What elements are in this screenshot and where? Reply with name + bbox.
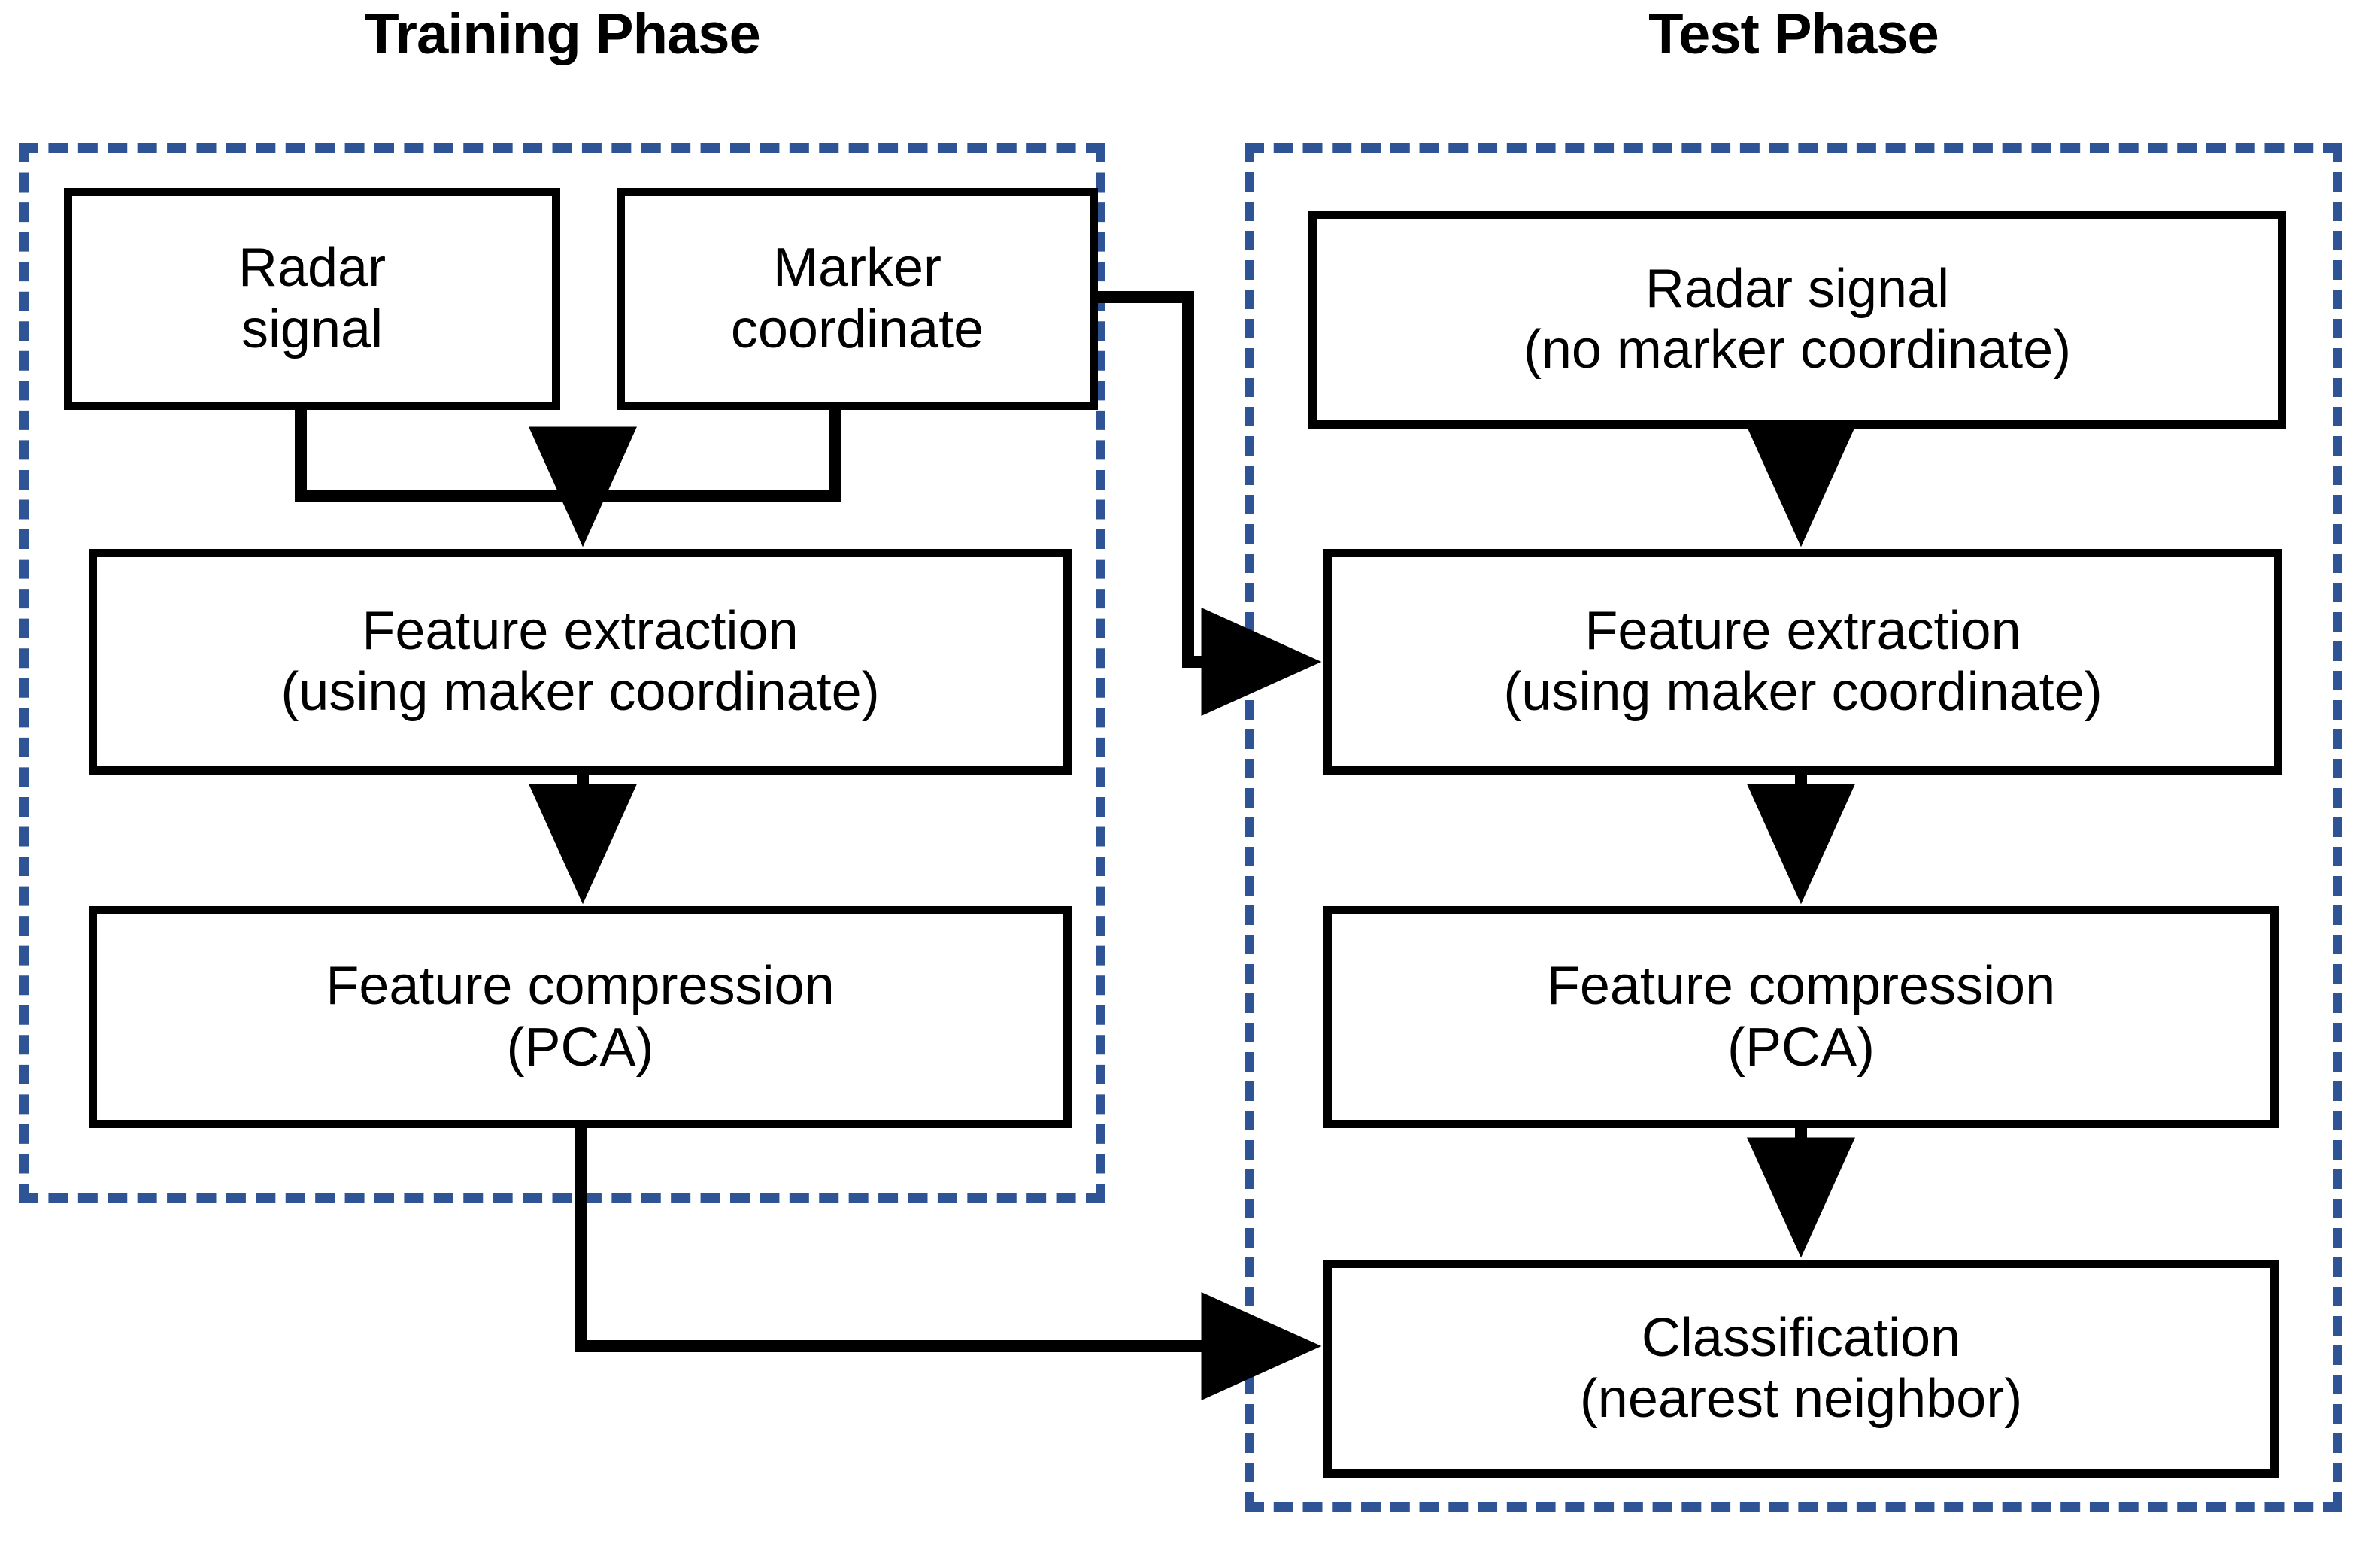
test-feature-extraction-box: Feature extraction (using maker coordina… <box>1323 549 2282 775</box>
training-radar-signal-box: Radar signal <box>64 188 560 410</box>
test-classification-line1: Classification <box>1641 1307 1961 1368</box>
test-classification-box: Classification (nearest neighbor) <box>1323 1260 2279 1478</box>
test-feature-compression-line1: Feature compression <box>1546 956 2056 1017</box>
training-feature-compression-box: Feature compression (PCA) <box>89 906 1072 1128</box>
training-feature-extraction-line1: Feature extraction <box>362 600 799 661</box>
test-feature-compression-box: Feature compression (PCA) <box>1323 906 2279 1128</box>
test-radar-signal-line1: Radar signal <box>1645 258 1950 319</box>
training-radar-signal-line2: signal <box>241 299 384 359</box>
training-marker-coordinate-box: Marker coordinate <box>617 188 1098 410</box>
training-marker-coordinate-line1: Marker <box>772 238 941 299</box>
training-feature-extraction-box: Feature extraction (using maker coordina… <box>89 549 1072 775</box>
test-radar-signal-line2: (no marker coordinate) <box>1523 320 2072 380</box>
test-radar-signal-box: Radar signal (no marker coordinate) <box>1308 211 2286 429</box>
test-feature-extraction-line2: (using maker coordinate) <box>1503 662 2103 722</box>
training-feature-compression-line2: (PCA) <box>506 1017 654 1078</box>
test-feature-compression-line2: (PCA) <box>1727 1017 1875 1078</box>
training-feature-compression-line1: Feature compression <box>326 956 835 1017</box>
training-radar-signal-line1: Radar <box>238 238 387 299</box>
test-phase-title: Test Phase <box>1648 2 1939 66</box>
training-feature-extraction-line2: (using maker coordinate) <box>280 662 880 722</box>
test-feature-extraction-line1: Feature extraction <box>1584 600 2021 661</box>
training-phase-title: Training Phase <box>364 2 761 66</box>
training-marker-coordinate-line2: coordinate <box>730 299 984 359</box>
test-classification-line2: (nearest neighbor) <box>1579 1369 2023 1429</box>
